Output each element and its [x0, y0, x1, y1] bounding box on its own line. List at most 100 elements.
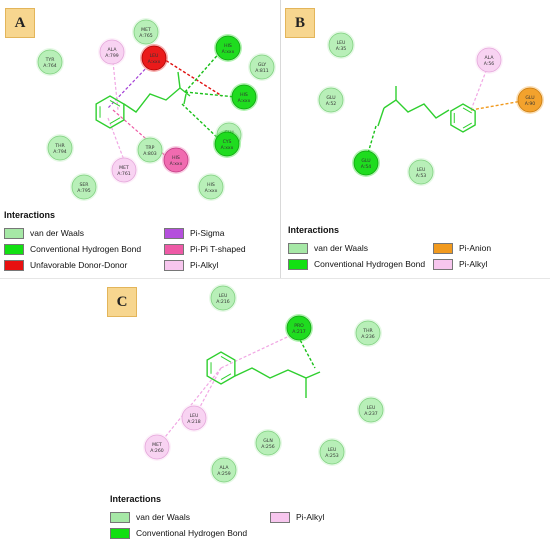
legend-item: Pi-Sigma	[164, 225, 284, 241]
panel-b-legend-title: Interactions	[288, 225, 340, 235]
residue-number: A:54	[361, 164, 372, 170]
residue-name: HIS	[240, 92, 248, 98]
residue-number: A:794	[53, 149, 66, 155]
panel-b-badge: B	[285, 8, 315, 38]
residue-name: SER	[79, 182, 89, 188]
residue-name: CYS	[223, 139, 232, 145]
legend-swatch	[110, 511, 130, 523]
legend-swatch	[433, 242, 453, 254]
residue-number: A:256	[261, 444, 274, 450]
residue-number: A:765	[139, 33, 152, 39]
residue-name: LEU	[367, 405, 376, 411]
legend-item: Pi-Alkyl	[164, 257, 284, 273]
ligand-chain	[234, 367, 307, 398]
residue-name: GLU	[361, 158, 370, 164]
residue-number: A:260	[150, 448, 163, 454]
residue-number: A:216	[216, 299, 229, 305]
residue-name: TYR	[45, 57, 56, 63]
ligand-branch	[183, 93, 187, 105]
legend-swatch	[110, 527, 130, 539]
legend-item: Unfavorable Donor-Donor	[4, 257, 164, 273]
legend-swatch	[4, 259, 24, 271]
residue-number: A:xxx	[238, 98, 251, 104]
hbond-line	[365, 125, 377, 161]
residue-name: MET	[141, 27, 151, 33]
ligand-branch	[177, 71, 181, 89]
residue-number: A:218	[187, 419, 200, 425]
residue-name: LEU	[328, 447, 337, 453]
residue-name: GLY	[258, 62, 267, 68]
residue-number: A:253	[325, 453, 338, 459]
residue-name: ALA	[108, 47, 118, 53]
legend-swatch	[164, 259, 184, 271]
residue-number: A:764	[43, 63, 56, 69]
residue-number: A:237	[364, 411, 377, 417]
pi-alkyl-line	[220, 331, 299, 369]
residue-name: HIS	[172, 155, 180, 161]
residue-number: A:236	[361, 334, 374, 340]
residue-name: LEU	[417, 167, 426, 173]
residue-number: A:52	[326, 101, 337, 107]
ligand-branch	[305, 371, 321, 379]
residue-number: A:795	[77, 188, 90, 194]
pi-sigma-line	[107, 61, 153, 109]
legend-label: Unfavorable Donor-Donor	[30, 260, 128, 270]
aromatic-bond	[462, 107, 472, 114]
residue-name: THR	[362, 328, 373, 334]
panel-divider-horizontal	[0, 278, 550, 279]
residue-name: HIS	[207, 182, 215, 188]
panel-b-diagram: LEUA:35ALAA:56GLUA:52GLUA:90GLUA:54LEUA:…	[317, 31, 544, 186]
legend-item: Conventional Hydrogen Bond	[110, 525, 270, 541]
legend-label: Pi-Sigma	[190, 228, 225, 238]
aromatic-bond	[462, 122, 472, 129]
legend-label: Pi-Alkyl	[296, 512, 325, 522]
residue-number: A:53	[416, 173, 427, 179]
pi-alkyl-line	[112, 61, 119, 111]
residue-name: HIS	[224, 43, 232, 49]
legend-swatch	[4, 227, 24, 239]
panel-divider-vertical	[280, 0, 281, 278]
legend-item: Pi-Pi T-shaped	[164, 241, 284, 257]
panel-c-legend-title: Interactions	[110, 494, 162, 504]
residue-number: A:217	[292, 329, 305, 335]
residue-number: A:xxx	[221, 145, 234, 151]
legend-label: Pi-Alkyl	[190, 260, 219, 270]
residue-name: ALA	[485, 55, 495, 61]
legend-label: van der Waals	[30, 228, 85, 238]
residue-name: LEU	[190, 413, 199, 419]
ligand-ring	[206, 351, 236, 385]
ligand-chain	[123, 87, 191, 113]
residue-name: GLU	[525, 95, 534, 101]
panel-c-badge: C	[107, 287, 137, 317]
residue-number: A:761	[117, 171, 130, 177]
hbond-line	[297, 335, 316, 369]
legend-item: Pi-Alkyl	[433, 256, 543, 272]
legend-swatch	[288, 242, 308, 254]
residue-name: LEU	[219, 293, 228, 299]
legend-item: van der Waals	[4, 225, 164, 241]
residue-name: GLN	[263, 438, 273, 444]
legend-item: Pi-Alkyl	[270, 509, 390, 525]
ligand-chain	[383, 99, 450, 119]
pi-alkyl-line	[107, 117, 125, 161]
legend-item: van der Waals	[288, 240, 433, 256]
legend-label: Pi-Anion	[459, 243, 492, 253]
ligand-ring	[95, 95, 125, 129]
